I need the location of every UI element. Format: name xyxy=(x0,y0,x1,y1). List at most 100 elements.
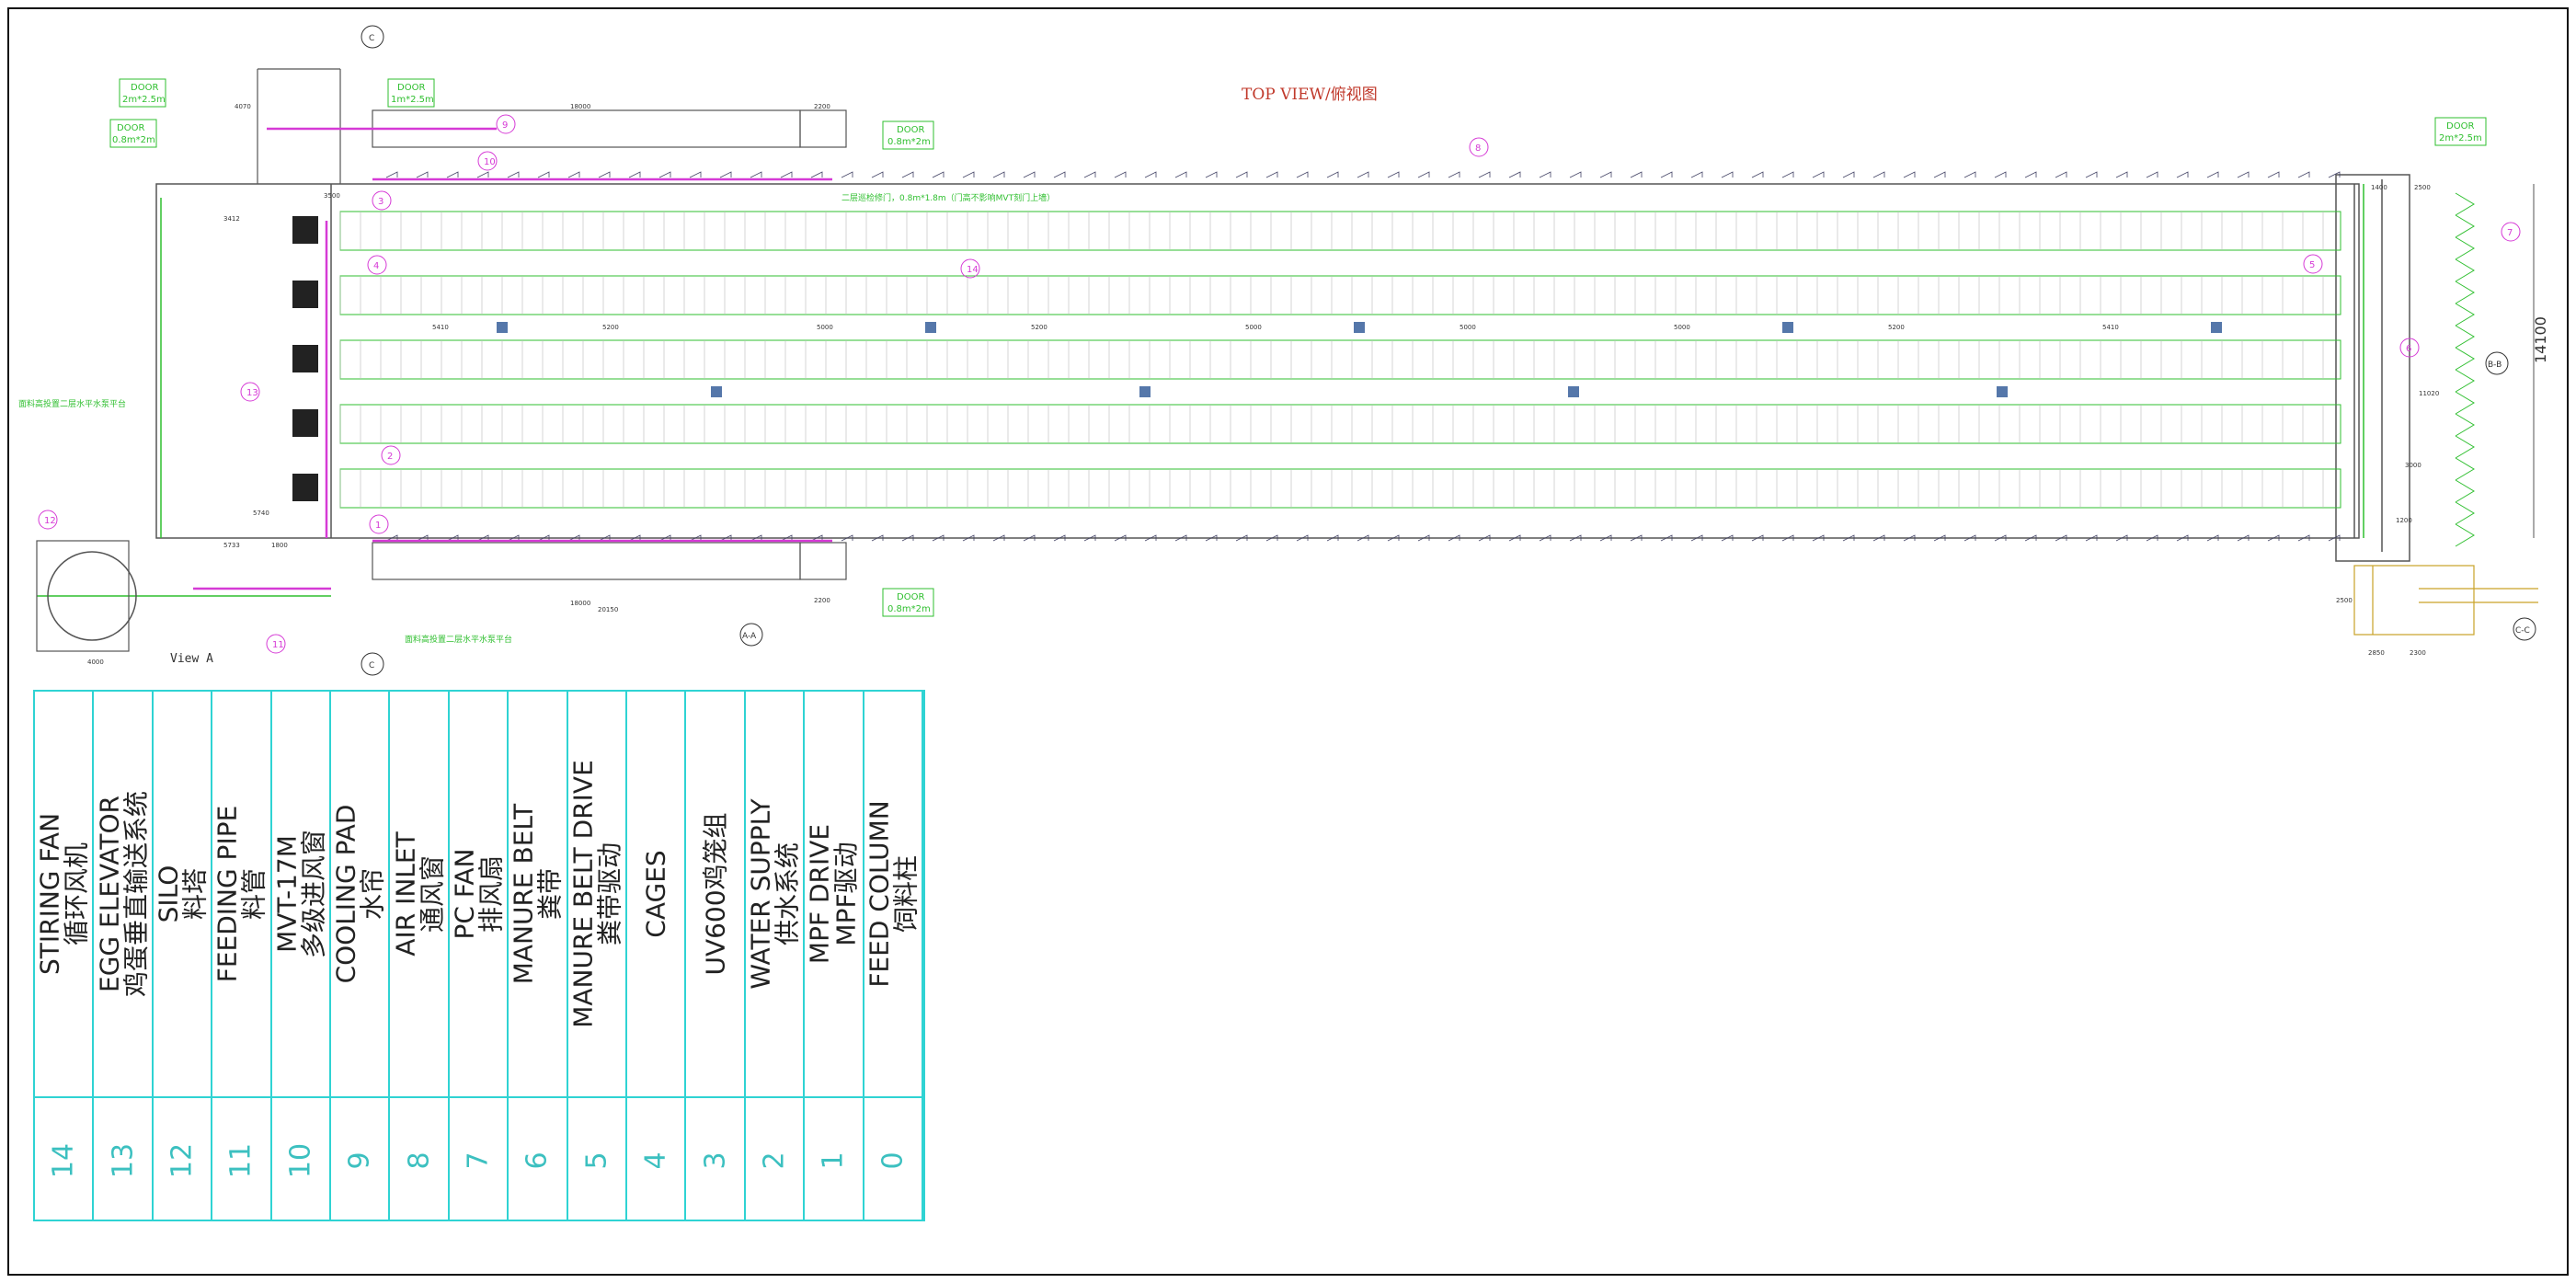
silo xyxy=(36,540,137,652)
upper-room xyxy=(257,68,847,580)
air-inlet-icon xyxy=(1539,171,1551,178)
air-inlet-icon xyxy=(2085,171,2098,178)
air-inlet-icon xyxy=(1872,171,1885,178)
air-inlet-icon xyxy=(1842,171,1855,178)
legend-label-cn: 料管 xyxy=(239,867,270,921)
cage-row xyxy=(339,275,2341,315)
air-inlet-icon xyxy=(1508,534,1521,542)
detail-mark-bottom: C xyxy=(369,661,374,670)
air-inlet-icon xyxy=(1478,534,1491,542)
air-inlet-icon xyxy=(1781,534,1794,542)
dim: 3500 xyxy=(324,192,340,200)
callout-number: 8 xyxy=(1475,143,1481,154)
legend-label-en: WATER SUPPLY xyxy=(745,798,776,990)
air-inlet-icon xyxy=(598,171,611,178)
callout-bubble xyxy=(381,445,401,465)
legend-label-en: MANURE BELT DRIVE xyxy=(567,760,599,1028)
water-lines xyxy=(37,184,2364,597)
dim: 5200 xyxy=(602,324,619,331)
dim: 2500 xyxy=(2414,184,2431,191)
note-left: 面料高投置二层水平水泵平台 xyxy=(18,398,126,409)
air-inlet-icon xyxy=(416,534,429,542)
air-inlet-icon xyxy=(1023,534,1036,542)
air-inlet-icon xyxy=(385,534,398,542)
air-inlets xyxy=(385,171,2341,542)
callout-bubble xyxy=(367,255,387,275)
callout-bubble xyxy=(496,114,516,134)
detail-mark-top: C xyxy=(369,34,374,43)
door-size: 2m*2.5m xyxy=(122,95,166,105)
dim: 5000 xyxy=(817,324,833,331)
drawing-frame xyxy=(7,7,2569,1276)
air-inlet-icon xyxy=(1326,171,1339,178)
dim: 1400 xyxy=(2371,184,2387,191)
pc-fan-icon xyxy=(2455,325,2475,349)
dim: 5200 xyxy=(1031,324,1048,331)
cage-row xyxy=(339,404,2341,444)
egg-elevator-icon xyxy=(292,216,318,244)
callout-number: 5 xyxy=(2309,260,2315,270)
air-inlet-icon xyxy=(1569,171,1582,178)
air-inlet-icon xyxy=(1690,171,1703,178)
egg-elevator-icon xyxy=(292,409,318,437)
air-inlet-icon xyxy=(1144,534,1157,542)
egg-elevator-icon xyxy=(292,474,318,501)
air-inlet-icon xyxy=(2328,534,2341,542)
air-inlet-icon xyxy=(1296,534,1309,542)
air-inlet-icon xyxy=(1357,171,1369,178)
air-inlet-icon xyxy=(2146,534,2158,542)
air-inlet-icon xyxy=(1963,534,1976,542)
air-inlet-icon xyxy=(1478,171,1491,178)
building-outline xyxy=(155,174,2410,562)
legend-number: 6 xyxy=(521,1151,554,1170)
dim: 2300 xyxy=(2410,649,2426,657)
callout-number: 12 xyxy=(44,516,56,526)
section-marks: A-A B-B C-C C C xyxy=(361,25,2536,676)
air-inlet-icon xyxy=(871,171,884,178)
legend-number: 4 xyxy=(639,1151,672,1170)
pc-fan-icon xyxy=(2455,192,2475,216)
dim: 2500 xyxy=(2336,597,2353,604)
legend-label-en: FEED COLUMN xyxy=(864,800,895,988)
air-inlet-icon xyxy=(385,171,398,178)
callout-bubble xyxy=(1469,137,1489,157)
door-size: 1m*2.5m xyxy=(391,95,434,105)
legend-number: 0 xyxy=(876,1151,910,1170)
air-inlet-icon xyxy=(2297,171,2310,178)
air-inlet-icon xyxy=(1205,171,1218,178)
air-inlet-icon xyxy=(1448,534,1460,542)
air-inlet-icon xyxy=(2115,534,2128,542)
air-inlet-icon xyxy=(1053,171,1066,178)
legend-label-en: EGG ELEVATOR xyxy=(94,796,125,992)
air-inlet-icon xyxy=(780,171,793,178)
air-inlet-icon xyxy=(689,534,702,542)
pc-fan-icon xyxy=(2455,281,2475,304)
door-label: DOOR xyxy=(2446,121,2474,132)
air-inlet-icon xyxy=(841,534,853,542)
callout-number: 7 xyxy=(2507,228,2513,238)
door-size: 0.8m*2m xyxy=(887,137,931,147)
air-inlet-icon xyxy=(1599,534,1612,542)
pc-fan-icon xyxy=(2455,236,2475,260)
air-inlet-icon xyxy=(2055,171,2067,178)
legend-number: 7 xyxy=(462,1151,495,1170)
air-inlet-icon xyxy=(476,534,489,542)
stirring-fan-icon xyxy=(1568,386,1579,397)
pc-fans xyxy=(2455,192,2475,547)
air-inlet-icon xyxy=(2267,534,2280,542)
air-inlet-icon xyxy=(1842,534,1855,542)
air-inlet-icon xyxy=(537,534,550,542)
dim: 11020 xyxy=(2419,390,2439,397)
dim: 5410 xyxy=(2102,324,2119,331)
air-inlet-icon xyxy=(2267,171,2280,178)
air-inlet-icon xyxy=(750,171,762,178)
legend-number: 2 xyxy=(758,1151,791,1170)
